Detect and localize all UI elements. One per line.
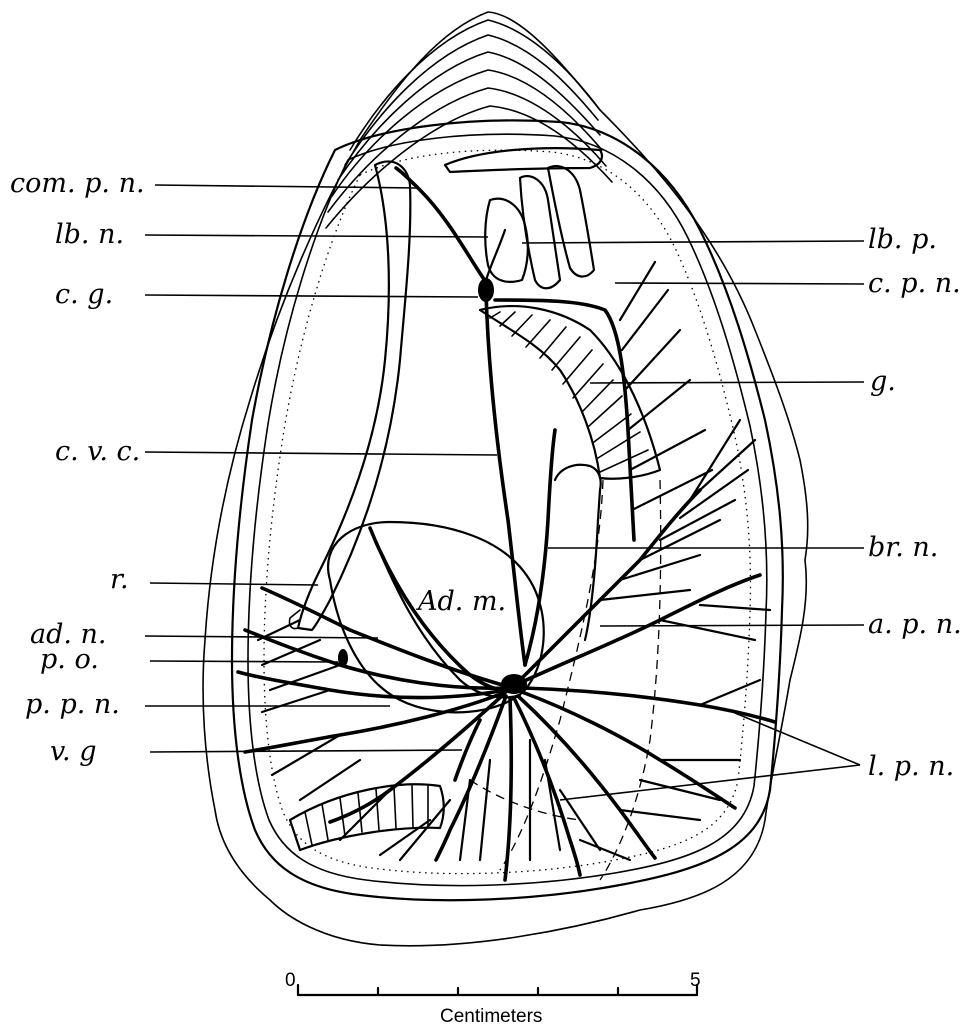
scale-bar: 0 5 Centimeters — [285, 970, 701, 1027]
label-lb-p: lb. p. — [868, 224, 937, 255]
label-l-p-n: l. p. n. — [868, 751, 954, 782]
leader-a-p-n — [600, 625, 864, 626]
label-v-g: v. g — [50, 736, 97, 767]
leader-p-o — [150, 661, 338, 662]
label-lb-n: lb. n. — [55, 219, 124, 250]
leader-r — [150, 583, 318, 585]
label-com-p-n: com. p. n. — [10, 168, 145, 199]
label-c-p-n: c. p. n. — [868, 268, 961, 299]
leader-ad-n — [145, 636, 378, 638]
scale-unit-label: Centimeters — [440, 1006, 542, 1027]
label-p-o: p. o. — [40, 644, 99, 675]
leader-g — [590, 382, 864, 383]
leader-lb-p — [522, 241, 864, 243]
label-ad-m: Ad. m. — [415, 586, 506, 617]
leader-c-p-n — [615, 283, 864, 284]
nerve-trunks — [238, 168, 775, 880]
leader-v-g — [150, 750, 462, 752]
label-g: g. — [870, 366, 896, 397]
scale-label-end: 5 — [690, 970, 701, 991]
label-a-p-n: a. p. n. — [868, 609, 962, 640]
label-c-v-c: c. v. c. — [55, 436, 140, 467]
leader-com-p-n — [155, 185, 418, 188]
leader-c-v-c — [145, 452, 497, 455]
labial-palps — [445, 148, 602, 288]
label-r: r. — [110, 564, 129, 595]
label-p-p-n: p. p. n. — [25, 689, 120, 720]
shell-outline — [203, 12, 808, 946]
leader-l-p-n-lower — [560, 765, 860, 800]
leader-c-g — [145, 295, 478, 297]
leader-l-p-n-upper — [735, 713, 860, 765]
label-br-n: br. n. — [868, 532, 938, 563]
leader-lb-n — [145, 235, 488, 237]
label-c-g: c. g. — [55, 279, 113, 310]
scale-label-start: 0 — [285, 970, 296, 991]
